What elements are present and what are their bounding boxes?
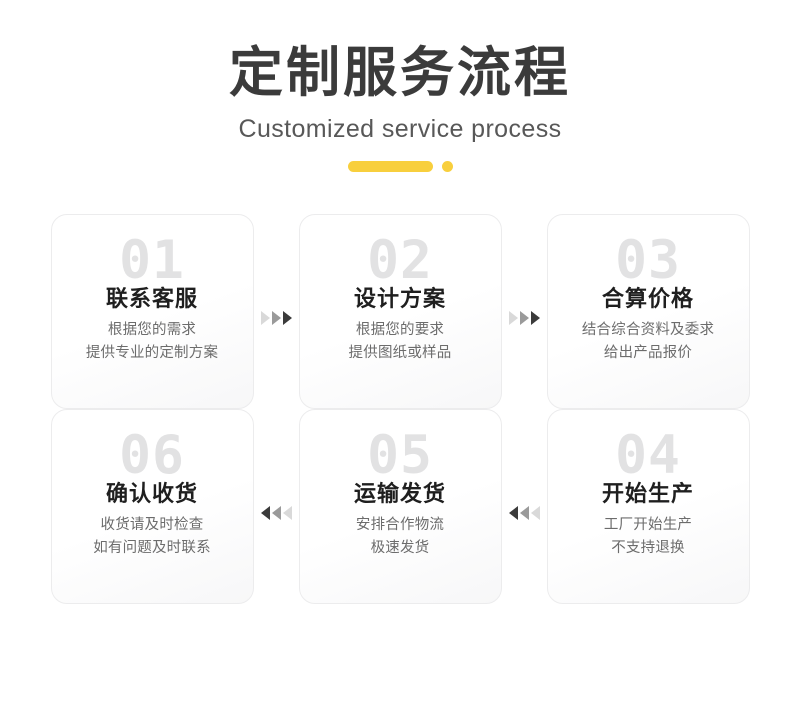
- card-description: 收货请及时检查 如有问题及时联系: [93, 514, 211, 559]
- card-description: 根据您的要求 提供图纸或样品: [349, 319, 452, 364]
- chevron-right-icon: [519, 311, 529, 326]
- process-card-06[interactable]: 06 确认收货 收货请及时检查 如有问题及时联系: [50, 408, 254, 604]
- card-title: 设计方案: [353, 285, 446, 311]
- card-title: 确认收货: [105, 480, 198, 506]
- card-description-line: 安排合作物流: [355, 517, 445, 534]
- card-number: 06: [119, 425, 185, 487]
- card-number: 03: [615, 230, 681, 292]
- page-header: 定制服务流程 Customized service process: [0, 0, 800, 172]
- card-number: 01: [119, 230, 185, 292]
- card-description-line: 根据您的需求: [107, 322, 197, 339]
- accent-bar: [347, 160, 433, 172]
- chevron-left-icon: [282, 506, 292, 521]
- card-description-line: 如有问题及时联系: [93, 539, 211, 556]
- arrow-right-02-to-03: [502, 311, 547, 326]
- chevron-right-icon: [508, 311, 518, 326]
- card-description-line: 收货请及时检查: [100, 517, 204, 534]
- process-flow: 01 联系客服 根据您的需求 提供专业的定制方案 02 设计方案 根据您的要求 …: [0, 213, 800, 604]
- chevron-left-icon: [508, 506, 518, 521]
- chevron-right-icon: [260, 311, 270, 326]
- card-description-line: 根据您的要求: [355, 322, 445, 339]
- chevron-left-icon: [271, 506, 281, 521]
- card-description-line: 不支持退换: [611, 539, 685, 556]
- process-row-top: 01 联系客服 根据您的需求 提供专业的定制方案 02 设计方案 根据您的要求 …: [0, 213, 800, 409]
- accent-divider: [0, 160, 800, 172]
- arrow-left-05-to-06: [254, 506, 299, 521]
- chevron-left-icon: [519, 506, 529, 521]
- chevron-right-icon: [271, 311, 281, 326]
- process-card-02[interactable]: 02 设计方案 根据您的要求 提供图纸或样品: [298, 213, 502, 409]
- process-card-04[interactable]: 04 开始生产 工厂开始生产 不支持退换: [546, 408, 750, 604]
- card-description-line: 给出产品报价: [603, 344, 693, 361]
- page-subtitle: Customized service process: [238, 115, 562, 144]
- card-description: 结合综合资料及委求 给出产品报价: [582, 319, 714, 364]
- chevron-left-icon: [260, 506, 270, 521]
- process-card-01[interactable]: 01 联系客服 根据您的需求 提供专业的定制方案: [50, 213, 254, 409]
- card-description-line: 工厂开始生产: [603, 517, 693, 534]
- card-title: 运输发货: [353, 480, 446, 506]
- card-number: 04: [615, 425, 681, 487]
- process-card-03[interactable]: 03 合算价格 结合综合资料及委求 给出产品报价: [546, 213, 750, 409]
- card-description: 安排合作物流 极速发货: [356, 514, 444, 559]
- accent-dot: [441, 160, 453, 172]
- card-description: 工厂开始生产 不支持退换: [604, 514, 692, 559]
- card-number: 05: [367, 425, 433, 487]
- process-card-05[interactable]: 05 运输发货 安排合作物流 极速发货: [298, 408, 502, 604]
- page-title: 定制服务流程: [229, 43, 571, 103]
- card-description-line: 结合综合资料及委求: [581, 322, 715, 339]
- chevron-right-icon: [282, 311, 292, 326]
- process-row-bottom: 06 确认收货 收货请及时检查 如有问题及时联系 05 运输发货 安排合作物流 …: [0, 408, 800, 604]
- chevron-left-icon: [530, 506, 540, 521]
- card-title: 合算价格: [601, 285, 694, 311]
- card-title: 联系客服: [105, 285, 198, 311]
- card-description-line: 提供专业的定制方案: [85, 344, 219, 361]
- card-description-line: 提供图纸或样品: [348, 344, 452, 361]
- card-title: 开始生产: [601, 480, 694, 506]
- arrow-right-01-to-02: [254, 311, 299, 326]
- chevron-right-icon: [530, 311, 540, 326]
- card-number: 02: [367, 230, 433, 292]
- card-description: 根据您的需求 提供专业的定制方案: [86, 319, 218, 364]
- card-description-line: 极速发货: [370, 539, 430, 556]
- arrow-left-04-to-05: [502, 506, 547, 521]
